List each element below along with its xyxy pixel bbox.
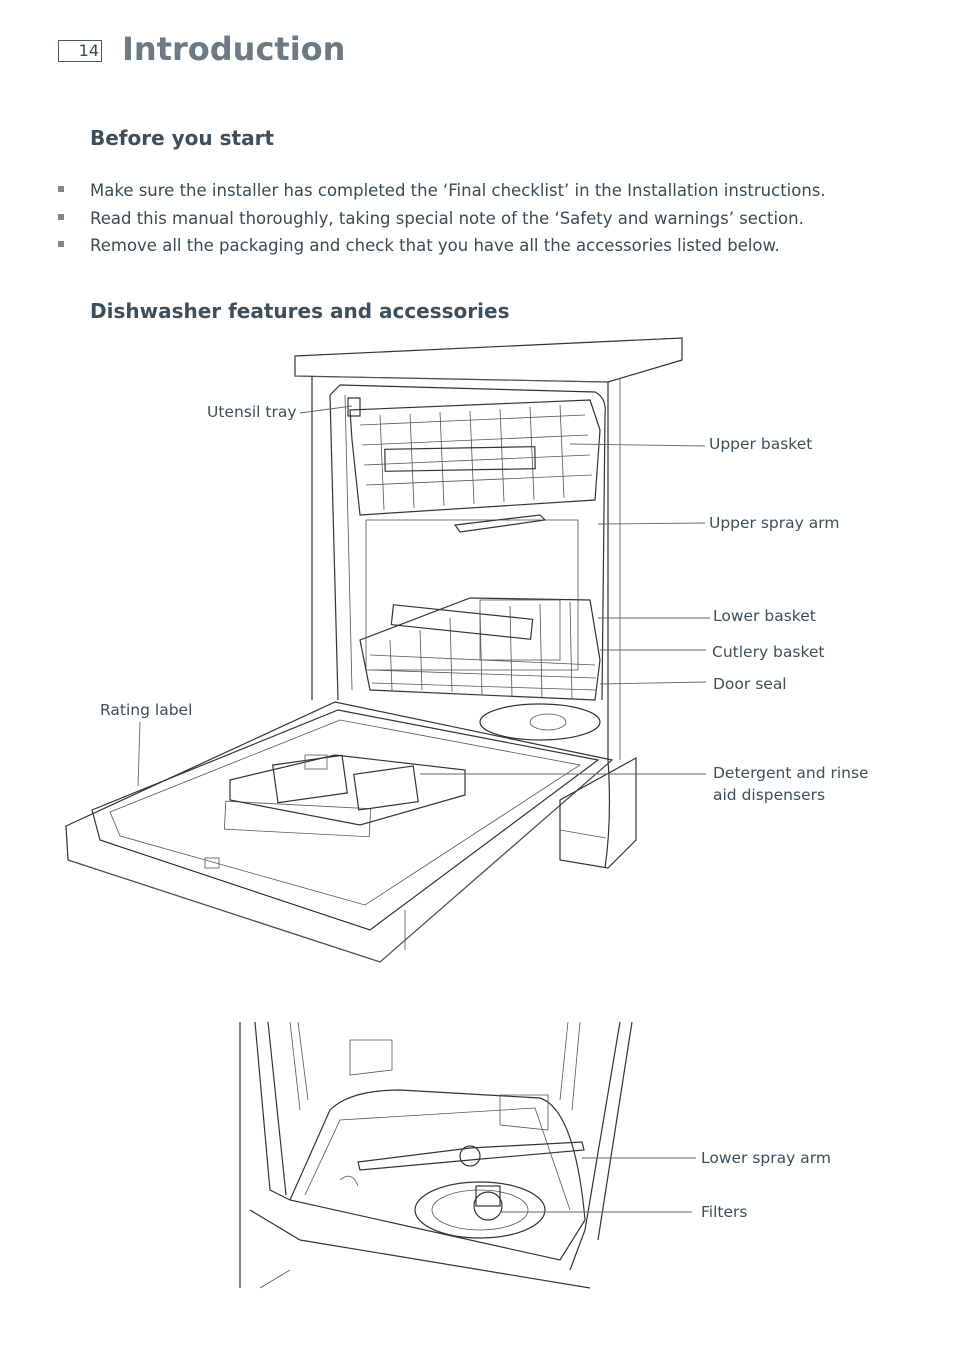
dishwasher-drawing bbox=[65, 337, 683, 963]
before-you-start-list: Make sure the installer has completed th… bbox=[58, 180, 826, 263]
label-lower-spray-arm: Lower spray arm bbox=[701, 1149, 831, 1167]
page-title: Introduction bbox=[122, 30, 346, 68]
label-filters: Filters bbox=[701, 1203, 748, 1221]
label-rating-label: Rating label bbox=[100, 701, 193, 719]
label-lower-basket: Lower basket bbox=[713, 607, 816, 625]
features-heading: Dishwasher features and accessories bbox=[90, 299, 510, 323]
bullet-icon bbox=[58, 241, 64, 247]
label-detergent-line1: Detergent and rinse bbox=[713, 764, 869, 782]
before-you-start-heading: Before you start bbox=[90, 126, 275, 150]
list-item: Read this manual thoroughly, taking spec… bbox=[58, 208, 826, 236]
tub-floor-drawing bbox=[239, 1021, 633, 1289]
list-item: Remove all the packaging and check that … bbox=[58, 235, 826, 263]
label-utensil-tray: Utensil tray bbox=[207, 403, 297, 421]
label-cutlery-basket: Cutlery basket bbox=[712, 643, 825, 661]
label-upper-basket: Upper basket bbox=[709, 435, 813, 453]
page-number: 14 bbox=[58, 40, 102, 62]
label-door-seal: Door seal bbox=[713, 675, 787, 693]
leader-lines bbox=[137, 405, 710, 1213]
label-upper-spray-arm: Upper spray arm bbox=[709, 514, 840, 532]
list-item: Make sure the installer has completed th… bbox=[58, 180, 826, 208]
bullet-icon bbox=[58, 186, 64, 192]
label-detergent-line2: aid dispensers bbox=[713, 786, 826, 804]
bullet-icon bbox=[58, 213, 64, 220]
